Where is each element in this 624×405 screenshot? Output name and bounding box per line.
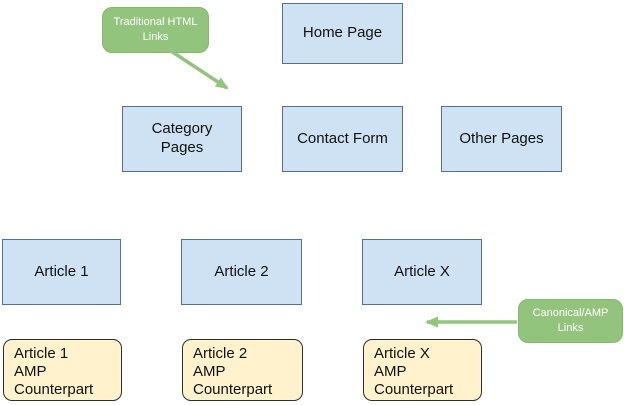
- node-article-1: Article 1: [2, 239, 121, 305]
- callout-traditional-html-links: Traditional HTML Links: [102, 7, 209, 53]
- node-contact-form: Contact Form: [282, 106, 403, 172]
- arrow-traditional-html-links: [170, 49, 229, 90]
- node-other-pages: Other Pages: [441, 106, 562, 172]
- node-article-2-amp-counterpart: Article 2 AMP Counterpart: [182, 339, 303, 401]
- node-article-x: Article X: [362, 239, 482, 305]
- callout-canonical-amp-links: Canonical/AMP Links: [518, 299, 623, 343]
- node-home-page: Home Page: [282, 3, 403, 64]
- node-article-1-amp-counterpart: Article 1 AMP Counterpart: [3, 339, 122, 401]
- node-category-pages: Category Pages: [122, 106, 242, 172]
- node-article-x-amp-counterpart: Article X AMP Counterpart: [363, 339, 482, 401]
- node-article-2: Article 2: [181, 239, 302, 305]
